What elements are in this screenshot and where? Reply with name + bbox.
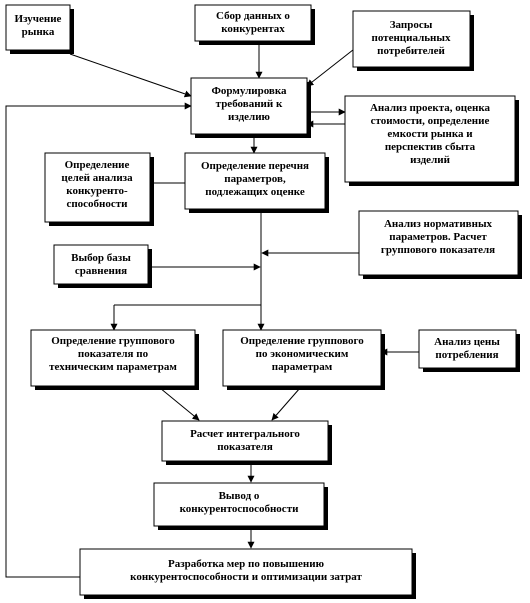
- node-project-analysis-line-5: изделий: [410, 154, 451, 166]
- node-price-analysis-line-1: Анализ цены: [434, 336, 500, 348]
- node-normative-params-line-3: группового показателя: [381, 244, 495, 256]
- node-param-list-line-3: подлежащих оценке: [205, 186, 305, 198]
- node-measures-line-2: конкурентоспособности и оптимизации затр…: [130, 571, 362, 583]
- node-competitor-data-line-2: конкурентах: [221, 23, 285, 35]
- node-project-analysis-line-3: емкости рынка и: [387, 128, 473, 140]
- node-analysis-goals-line-1: Определение: [65, 159, 130, 171]
- node-project-analysis-line-2: стоимости, определение: [371, 115, 490, 127]
- node-consumer-requests-line-3: потребителей: [377, 45, 445, 57]
- node-comparison-base-line-1: Выбор базы: [71, 252, 131, 264]
- node-consumer-requests-line-1: Запросы: [390, 19, 433, 31]
- node-market-study-line-2: рынка: [22, 26, 55, 38]
- node-normative-params-line-1: Анализ нормативных: [384, 218, 493, 230]
- node-param-list-line-1: Определение перечня: [201, 160, 309, 172]
- node-tech-group-line-3: техническим параметрам: [49, 361, 177, 373]
- node-conclusion-line-1: Вывод о: [219, 490, 260, 502]
- node-integral-line-1: Расчет интегрального: [190, 428, 300, 440]
- node-tech-group-line-2: показателя по: [78, 348, 149, 360]
- node-param-list-line-2: параметров,: [224, 173, 286, 185]
- node-comparison-base-line-2: сравнения: [75, 265, 127, 277]
- node-normative-params-line-2: параметров. Расчет: [389, 231, 487, 243]
- edge-market-to-requirements: [69, 53, 192, 98]
- edge-econ-to-integral: [271, 387, 301, 421]
- node-measures-line-1: Разработка мер по повышению: [168, 558, 324, 570]
- node-econ-group-line-2: по экономическим: [256, 348, 349, 360]
- node-econ-group-line-1: Определение группового: [240, 335, 364, 347]
- node-analysis-goals-line-4: способности: [66, 198, 128, 210]
- node-econ-group-line-3: параметрам: [272, 361, 333, 373]
- node-requirements-line-3: изделию: [228, 111, 270, 123]
- node-competitor-data-line-1: Сбор данных о: [216, 10, 290, 22]
- node-project-analysis-line-1: Анализ проекта, оценка: [370, 102, 491, 114]
- edge-requests-to-requirements: [306, 45, 359, 87]
- node-project-analysis-line-4: перспектив сбыта: [385, 141, 476, 153]
- node-analysis-goals-line-3: конкуренто-: [66, 185, 128, 197]
- node-requirements-line-1: Формулировка: [211, 85, 287, 97]
- node-tech-group-line-1: Определение группового: [51, 335, 175, 347]
- edge-feedback-loop: [5, 102, 192, 578]
- node-market-study-line-1: Изучение: [15, 13, 62, 25]
- edge-tech-to-integral: [159, 387, 200, 421]
- node-conclusion-line-2: конкурентоспособности: [180, 503, 300, 515]
- node-analysis-goals-line-2: целей анализа: [61, 172, 133, 184]
- node-requirements-line-2: требований к: [216, 98, 283, 110]
- node-consumer-requests-line-2: потенциальных: [371, 32, 451, 44]
- node-integral-line-2: показателя: [217, 441, 273, 453]
- node-price-analysis-line-2: потребления: [435, 349, 498, 361]
